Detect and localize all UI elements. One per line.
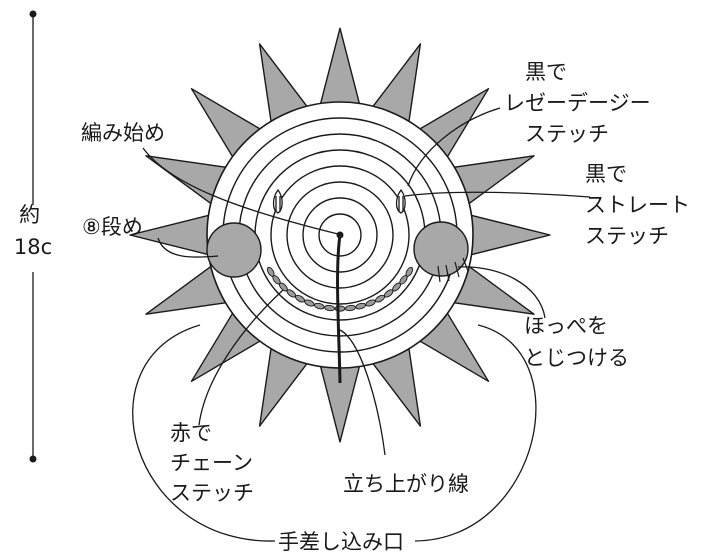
left-eye-lazy-daisy-icon	[272, 188, 283, 214]
label-opening: 手差し込み口	[278, 530, 404, 554]
rise-line	[336, 234, 342, 384]
label-start: 編み始め	[81, 121, 165, 145]
label-cheek: ほっぺを とじつける	[524, 314, 629, 370]
size-indicator	[29, 10, 37, 463]
label-lazy-daisy: 黒で レゼーデージー ステッチ	[504, 60, 657, 146]
label-chain: 赤で チェーン ステッチ	[170, 421, 260, 505]
face-ring	[302, 197, 378, 273]
label-rise-line: 立ち上がり線	[343, 472, 469, 496]
left-cheek-icon	[206, 222, 262, 278]
chain-stitch-mouth-icon	[266, 266, 414, 312]
chain-stitch-link	[344, 304, 356, 312]
right-eye-lazy-daisy-icon	[395, 188, 406, 214]
start-point	[336, 231, 344, 239]
face-ring	[270, 165, 410, 305]
chain-stitch-link	[313, 302, 325, 310]
label-straight: 黒で ストレート ステッチ	[585, 162, 697, 248]
face-ring	[286, 181, 394, 289]
right-cheek-icon	[413, 221, 469, 277]
chain-stitch-link	[405, 266, 414, 277]
face-ring	[318, 213, 362, 257]
cheek-stitch-marks	[437, 257, 469, 283]
size-label: 約 18c	[14, 203, 52, 259]
label-round8: ⑧段め	[82, 215, 143, 239]
leader-lines	[132, 107, 591, 542]
